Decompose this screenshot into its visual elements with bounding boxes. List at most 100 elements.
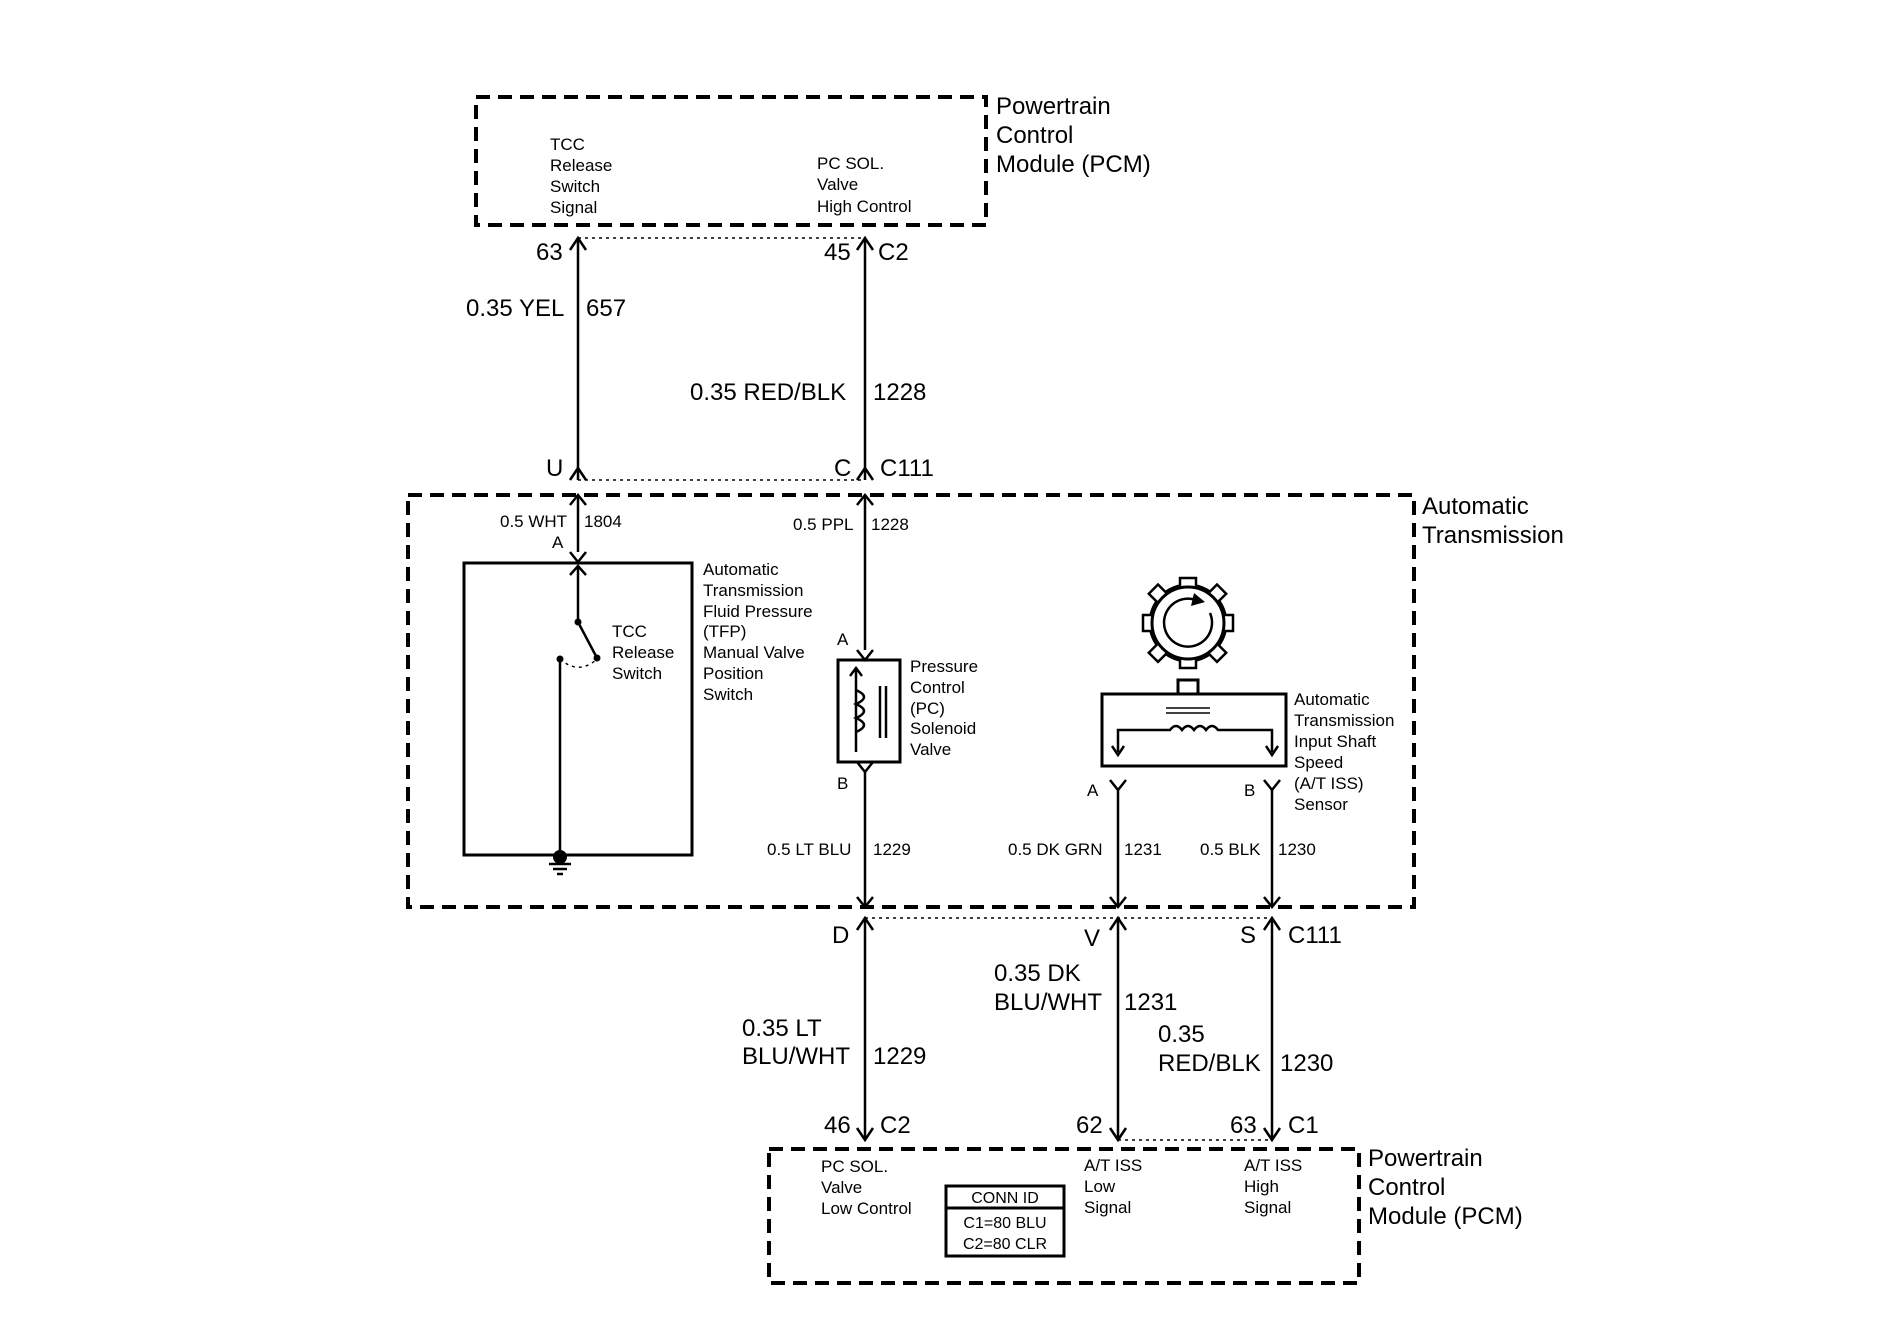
pcm-bottom-box [767,1147,1361,1285]
pcm-top-title-3: Module (PCM) [996,151,1151,178]
pin-46: 46 [824,1112,851,1139]
pcm-top-box [474,95,988,227]
pc-low-label-2: Valve [821,1178,862,1197]
iss-low-label-1: A/T ISS [1084,1156,1142,1175]
pin-d: D [832,922,849,949]
transmission-box [406,493,1416,909]
switch-blade [576,621,599,659]
pcm-top-title-2: Control [996,122,1073,149]
iss-low-label-3: Signal [1084,1198,1131,1217]
wire-blk-label: 0.5 BLK [1200,840,1261,859]
wire-657-circuit: 657 [586,295,626,322]
iss-sensor-tip [1176,678,1200,696]
wire-ltblu-label: 0.5 LT BLU [767,840,851,859]
pc-pin-b: B [837,774,848,793]
iss-label-4: Speed [1294,753,1343,772]
tfp-label-7: Switch [703,685,753,704]
iss-label-1: Automatic [1294,690,1370,709]
pc-label-1: Pressure [910,657,978,676]
iss-high-label-3: Signal [1244,1198,1291,1217]
rotation-arrow-icon [1162,597,1214,648]
iss-arrow-a [1110,745,1126,758]
wire-ltbluwht-label-2: BLU/WHT [742,1043,850,1070]
d-exit-arrow [856,896,874,910]
conn-c111-bottom: C111 [1288,922,1342,949]
wire-dkbluwht-label-2: BLU/WHT [994,989,1102,1016]
pin-v: V [1084,925,1100,952]
tcc-switch-label-1: TCC [612,622,647,641]
conn-id-c2: C2=80 CLR [963,1236,1047,1253]
iss-label-5: (A/T ISS) [1294,774,1364,793]
pin-63-bottom: 63 [1230,1112,1257,1139]
iss-pin-a-fork [1109,779,1127,793]
pc-label-2: Control [910,678,965,697]
wire-1230-inner-circuit: 1230 [1278,840,1316,859]
pc-label-3: (PC) [910,699,945,718]
conn-c111-top: C111 [880,455,934,482]
iss-high-label-1: A/T ISS [1244,1156,1302,1175]
pc-low-label-1: PC SOL. [821,1157,888,1176]
iss-label-3: Input Shaft [1294,732,1377,751]
v-exit-arrow [1109,896,1127,910]
tfp-label-1: Automatic [703,560,779,579]
iss-pin-b: B [1244,781,1255,800]
wire-1229-inner-circuit: 1229 [873,840,911,859]
wire-1229-circuit: 1229 [873,1043,926,1070]
pcm-bottom-title-1: Powertrain [1368,1145,1483,1172]
pin-45: 45 [824,239,851,266]
ground-splice [553,850,567,864]
pin-c: C [834,455,851,482]
iss-pin-a: A [1087,781,1099,800]
pin-62: 62 [1076,1112,1103,1139]
conn-id-header: CONN ID [971,1190,1039,1207]
pc-label-5: Valve [910,740,951,759]
pc-low-label-3: Low Control [821,1199,912,1218]
transmission-title-1: Automatic [1422,493,1529,520]
wire-redblk-top-label: 0.35 RED/BLK [690,379,846,406]
iss-high-label-2: High [1244,1177,1279,1196]
s-exit-arrow [1263,896,1281,910]
tone-wheel-gear-icon [1141,576,1235,670]
conn-id-c1: C1=80 BLU [963,1215,1046,1232]
tfp-label-3: Fluid Pressure [703,602,813,621]
wire-redblk-bottom-label-2: RED/BLK [1158,1050,1261,1077]
tfp-label-5: Manual Valve [703,643,805,662]
transmission-title-2: Transmission [1422,522,1564,549]
pin-u: U [546,455,563,482]
tcc-switch-label-2: Release [612,643,674,662]
tcc-switch-label-3: Switch [612,664,662,683]
c111-top-pin-u-fork [568,465,588,481]
switch-contact-bottom [593,654,601,662]
conn-id-table: CONN ID C1=80 BLU C2=80 CLR [944,1184,1066,1258]
pc-pin-a: A [837,630,849,649]
wire-dkgrn-label: 0.5 DK GRN [1008,840,1102,859]
tcc-signal-label-4: Signal [550,198,597,217]
pcm-bottom-title-3: Module (PCM) [1368,1203,1523,1230]
iss-coil [1116,724,1274,752]
wire-1804-circuit: 1804 [584,512,622,531]
tfp-pin-a-fork [569,551,587,565]
pin-s: S [1240,922,1256,949]
pc-high-label-1: PC SOL. [817,154,884,173]
pc-high-label-2: Valve [817,175,858,194]
tcc-signal-label-3: Switch [550,177,600,196]
wire-ppl-label: 0.5 PPL [793,515,854,534]
tfp-pin-a: A [552,533,564,552]
pc-solenoid-box [836,658,902,764]
wire-redblk-bottom-label-1: 0.35 [1158,1021,1205,1048]
iss-sensor-box [1100,692,1288,768]
switch-mechanical-link [559,658,597,668]
tcc-signal-label-1: TCC [550,135,585,154]
tfp-label-6: Position [703,664,763,683]
tfp-switch-box [462,561,694,857]
pc-coil-winding [852,688,866,734]
iss-pin-b-fork [1263,779,1281,793]
conn-c1: C1 [1288,1112,1319,1139]
wire-1228-inner-circuit: 1228 [871,515,909,534]
wire-dkbluwht-label-1: 0.35 DK [994,960,1081,987]
pc-label-4: Solenoid [910,719,976,738]
tcc-signal-label-2: Release [550,156,612,175]
wire-1231-inner-circuit: 1231 [1124,840,1162,859]
pc-high-label-3: High Control [817,197,912,216]
